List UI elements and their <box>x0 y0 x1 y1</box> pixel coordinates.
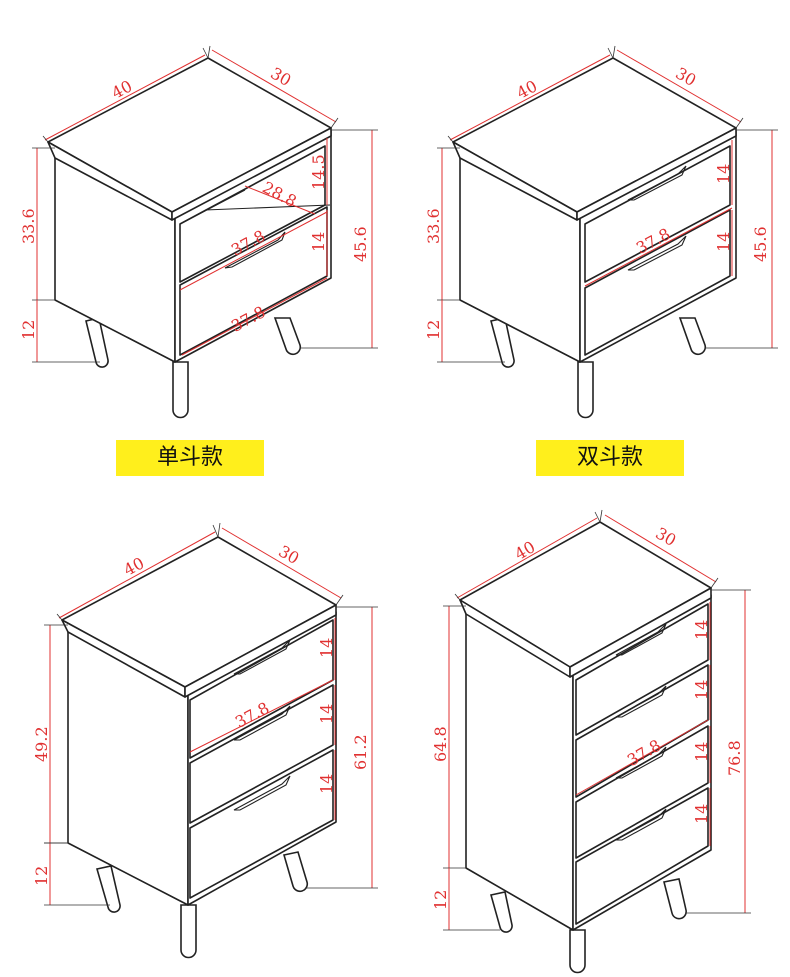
dim-leg-height: 12 <box>431 890 450 910</box>
drawer-handle <box>627 165 687 201</box>
dim-drawer-height: 14 <box>692 804 711 824</box>
dim-drawer-height: 14 <box>317 638 336 658</box>
top-edge <box>576 127 737 221</box>
dim-drawer-height: 14 <box>714 232 733 252</box>
drawer-front <box>189 749 334 899</box>
dim-drawer-height: 14 <box>309 232 328 252</box>
dim-drawer-height: 14 <box>692 680 711 700</box>
leg <box>180 904 197 959</box>
leg <box>172 361 189 419</box>
dim-body-height: 49.2 <box>32 726 51 762</box>
dim-depth: 30 <box>672 63 699 90</box>
drawer-handle <box>615 746 667 779</box>
dim-total-height: 61.2 <box>351 734 370 770</box>
dim-leg-height: 12 <box>424 320 443 340</box>
label-single-drawer: 单斗款 <box>116 440 264 476</box>
dim-body-height: 33.6 <box>424 208 443 244</box>
leg <box>489 891 513 933</box>
cabinet-three-drawer: 40 30 49.2 12 61.2 14 14 14 37.8 <box>32 522 378 959</box>
dim-total-height: 76.8 <box>725 740 744 776</box>
dim-total-height: 45.6 <box>351 226 370 262</box>
dim-drawer-height: 14 <box>317 704 336 724</box>
dim-width: 40 <box>120 553 147 579</box>
leg <box>678 317 707 356</box>
drawer-handle <box>224 231 286 269</box>
drawer-handle <box>233 775 291 811</box>
dim-drawer-height: 14 <box>714 164 733 184</box>
dim-depth: 30 <box>267 63 294 90</box>
drawer-handle <box>615 808 667 841</box>
drawer-handle <box>627 235 687 271</box>
dim-shelf-height: 14.5 <box>309 154 328 190</box>
cabinet-single-drawer: 40 30 33.6 12 45.6 14.5 14 28.8 37.8 37.… <box>19 45 378 419</box>
dim-total-height: 45.6 <box>751 226 770 262</box>
top-edge <box>171 127 332 221</box>
top-edge <box>184 604 337 698</box>
drawer-front <box>584 145 731 283</box>
drawer-handle <box>233 705 291 741</box>
top-edge <box>569 587 712 678</box>
label-double-drawer: 双斗款 <box>536 440 684 476</box>
leg <box>663 878 687 920</box>
drawer-handle <box>615 623 667 656</box>
cabinet-four-drawer: 40 30 64.8 12 76.8 14 14 14 14 37.8 <box>431 509 751 974</box>
cabinet-double-drawer: 40 30 33.6 12 45.6 14 14 37.8 <box>424 45 778 419</box>
dim-depth: 30 <box>275 541 302 568</box>
dim-body-height: 64.8 <box>431 726 450 762</box>
leg <box>577 361 594 419</box>
drawer-handle <box>233 639 291 675</box>
drawer-handle <box>615 685 667 718</box>
leg <box>569 929 586 974</box>
leg <box>273 317 302 356</box>
dim-drawer-height: 14 <box>692 620 711 640</box>
leg <box>95 865 121 913</box>
dim-leg-height: 12 <box>19 320 38 340</box>
drawer-front <box>584 209 731 356</box>
dim-drawer-height: 14 <box>692 742 711 762</box>
dim-drawer-height: 14 <box>317 774 336 794</box>
dim-leg-height: 12 <box>32 866 51 886</box>
leg <box>282 851 309 893</box>
leg <box>490 317 515 368</box>
dim-body-height: 33.6 <box>19 208 38 244</box>
leg <box>85 317 109 368</box>
